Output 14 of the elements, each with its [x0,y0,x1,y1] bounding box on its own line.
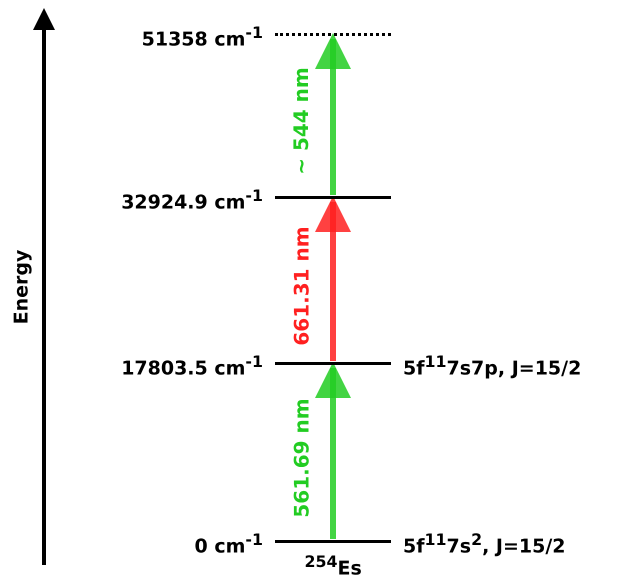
energy-value: 0 cm$^{-1}$ [194,530,263,558]
wavelength-label: 561.69 nm [289,398,314,518]
electron-configuration-label: 5f$^{11}$7s$^{2}$, J=15/2 [403,530,566,558]
energy-value: 32924.9 cm$^{-1}$ [121,186,263,214]
electron-configuration-label: 5f$^{11}$7s7p, J=15/2 [403,352,582,380]
wavelength-label: 661.31 nm [289,226,314,346]
transition-arrow [315,196,351,361]
axis-label: Energy [10,250,32,324]
energy-value: 17803.5 cm$^{-1}$ [121,352,263,380]
isotope-label: $^{254}$Es [304,552,362,577]
wavelength-label: ~ 544 nm [288,67,313,175]
transition-arrow [315,33,351,195]
transition-arrow [315,362,351,539]
energy-value: 51358 cm$^{-1}$ [142,23,263,50]
